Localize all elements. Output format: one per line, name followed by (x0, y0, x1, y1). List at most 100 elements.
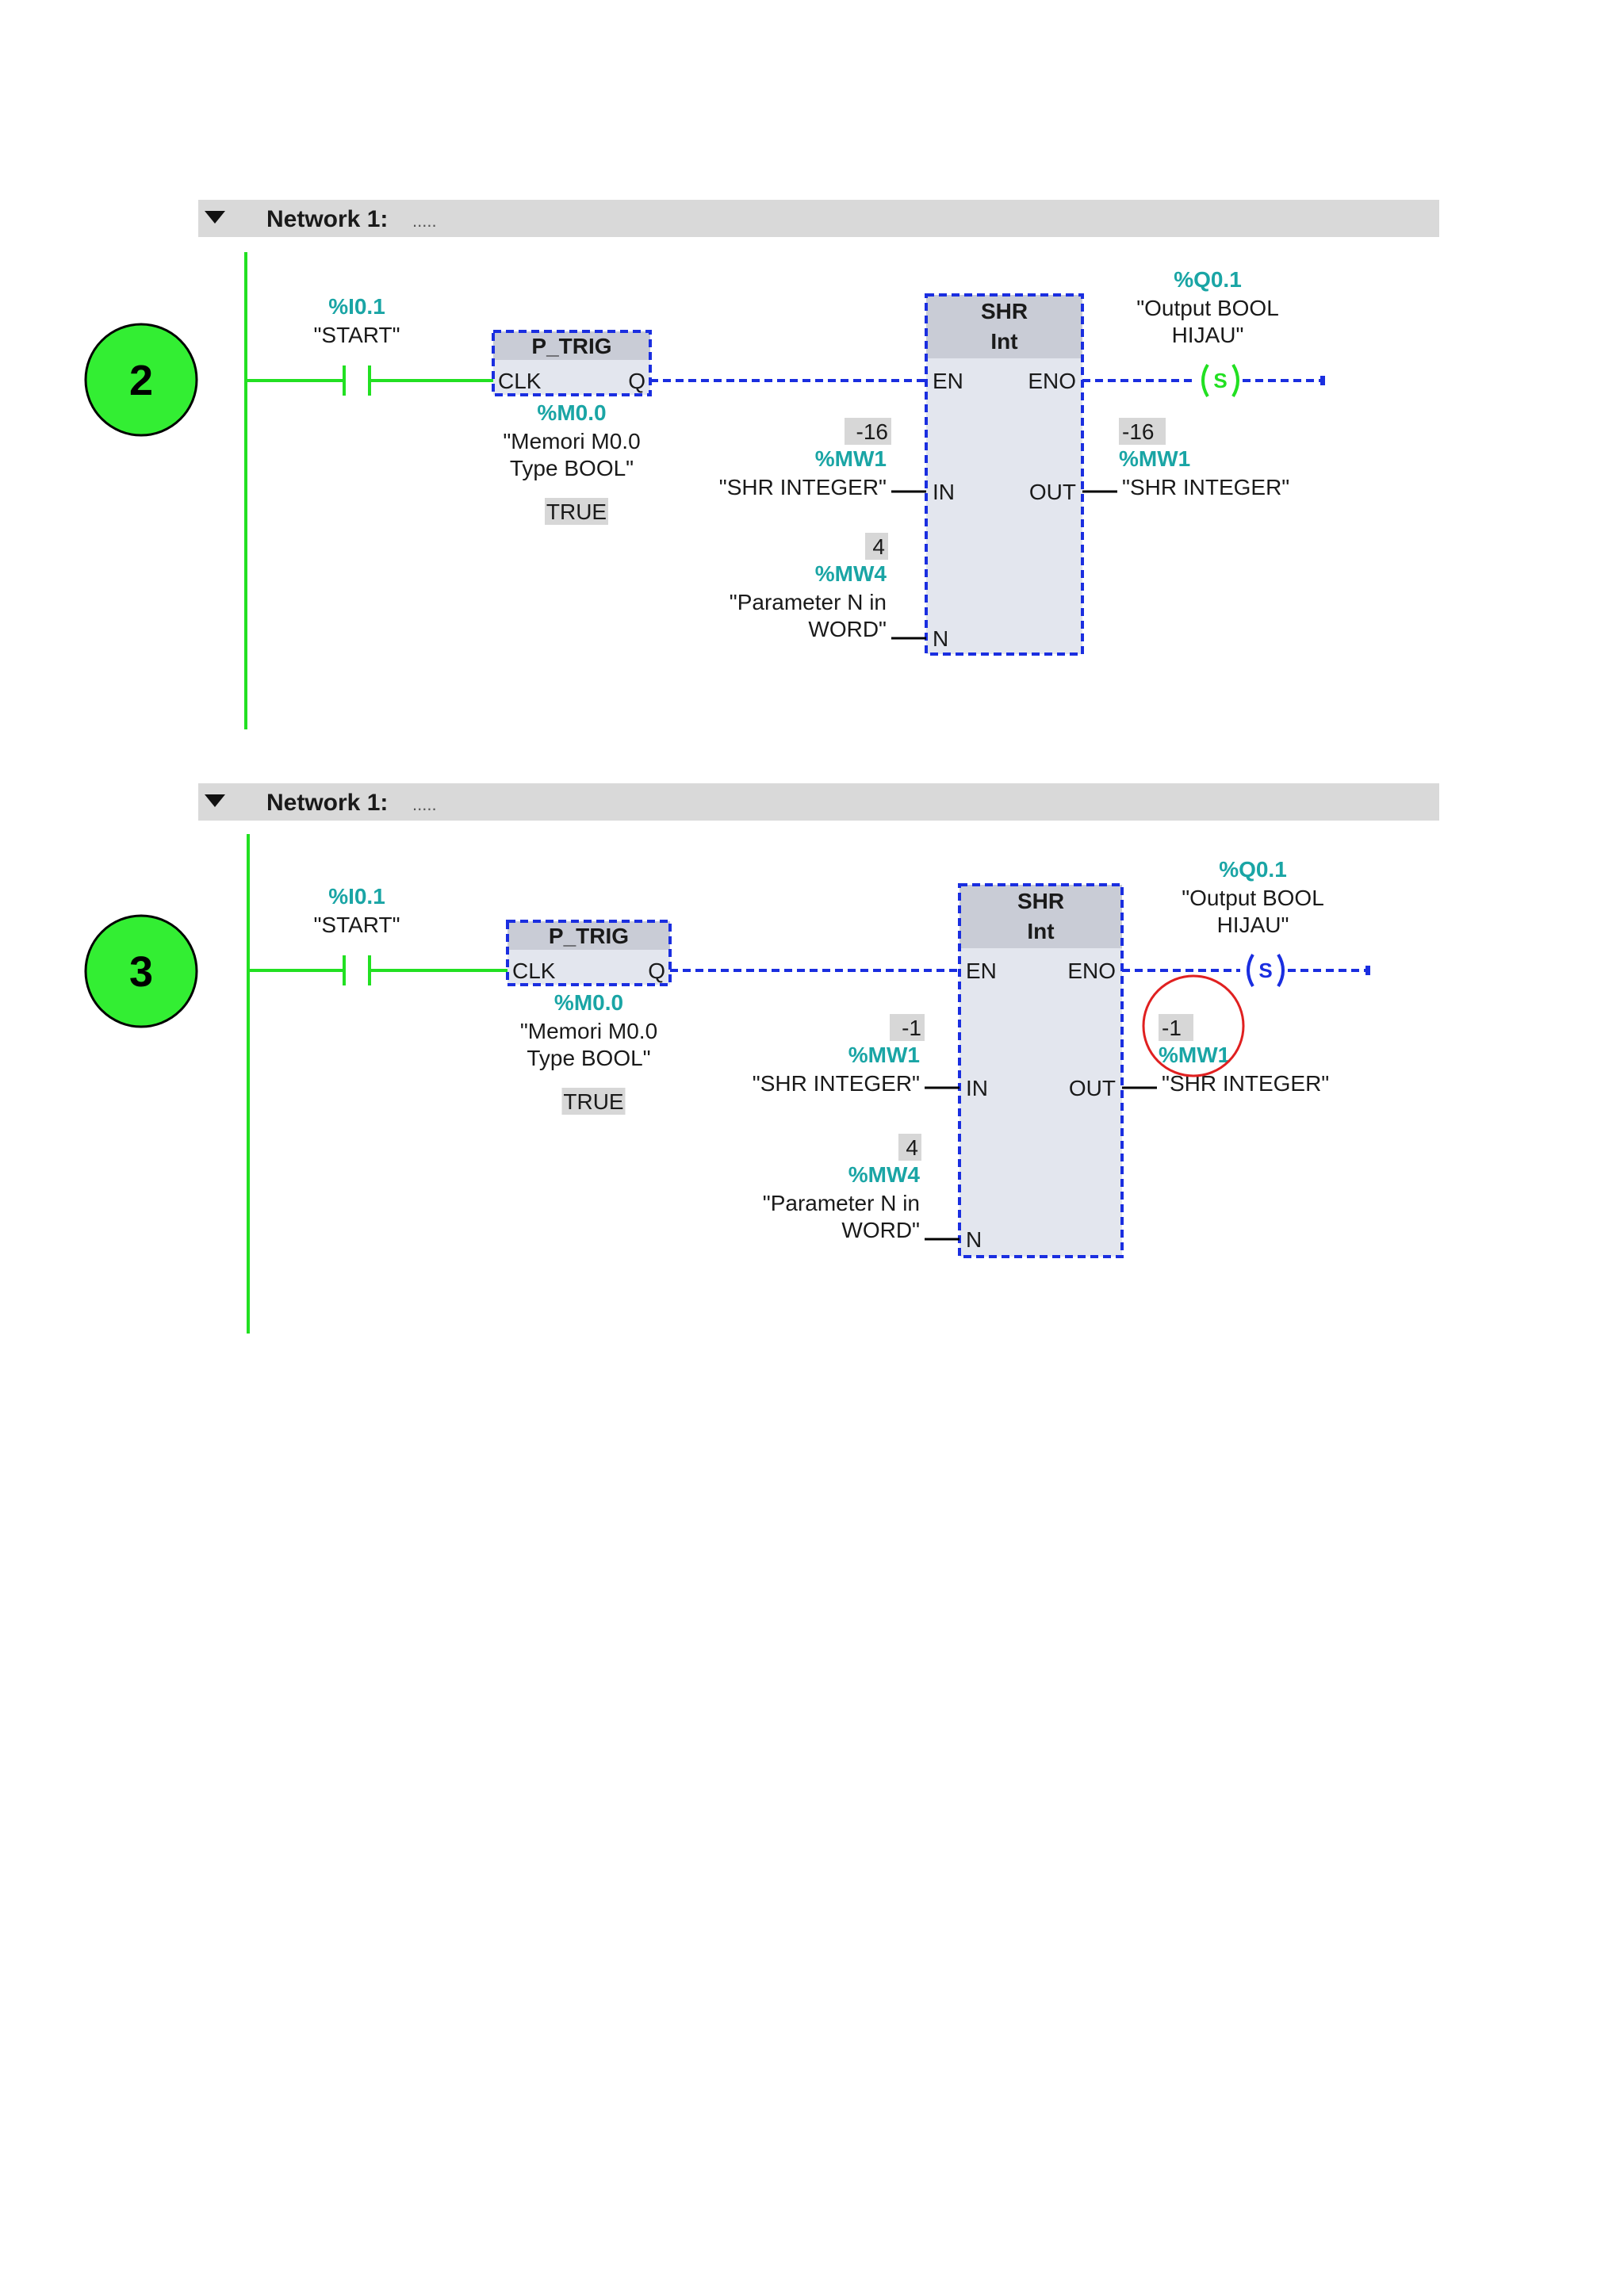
contact-tag: %I0.1 (328, 294, 385, 319)
shr-in-operand[interactable]: -16%MW1"SHR INTEGER" (719, 418, 926, 499)
shr-n-value: 4 (872, 534, 885, 559)
network-header-bar (198, 783, 1439, 821)
shr-pin-in: IN (933, 480, 955, 504)
shr-title: SHR (1017, 889, 1064, 913)
ptrig-border (506, 920, 672, 986)
wire-end-tick (1320, 376, 1325, 385)
step-number: 3 (129, 948, 153, 996)
network-header-bar (198, 200, 1439, 237)
coil-name: "Output BOOL (1136, 296, 1279, 320)
shr-out-tag: %MW1 (1119, 446, 1190, 471)
shr-header (959, 885, 1122, 948)
shr-in-tag: %MW1 (848, 1043, 920, 1067)
shr-n-tag: %MW4 (815, 561, 887, 586)
ptrig-tag: %M0.0 (537, 400, 606, 425)
shr-pin-out: OUT (1069, 1076, 1116, 1100)
shr-n-value-bg (898, 1134, 921, 1161)
ptrig-pin-q: Q (628, 369, 645, 393)
shr-pin-en: EN (966, 959, 997, 983)
shr-out-value-bg (1159, 1014, 1193, 1041)
ptrig-tag: %M0.0 (554, 990, 623, 1015)
coil-set[interactable]: S %Q0.1 "Output BOOL HIJAU" (1082, 267, 1325, 398)
shr-in-value-bg (845, 418, 891, 445)
shr-in-name: "SHR INTEGER" (719, 475, 887, 499)
shr-in-value-bg (890, 1014, 925, 1041)
shr-out-name: "SHR INTEGER" (1122, 475, 1289, 499)
shr-type: Int (990, 329, 1017, 354)
ptrig-pin-clk: CLK (512, 959, 556, 983)
ptrig-name: Type BOOL" (510, 456, 634, 480)
ptrig-title: P_TRIG (549, 924, 629, 948)
network-header[interactable]: Network 1:..... (198, 200, 1439, 237)
shr-out-value: -16 (1122, 419, 1154, 444)
collapse-triangle-icon[interactable] (205, 794, 225, 807)
ptrig-title: P_TRIG (531, 334, 611, 358)
coil-right-arc (1231, 363, 1239, 398)
shr-in-tag: %MW1 (815, 446, 887, 471)
contact-name: "START" (313, 323, 400, 347)
coil-symbol: S (1258, 959, 1272, 982)
network-header[interactable]: Network 1:..... (198, 783, 1439, 821)
ptrig-name: "Memori M0.0 (520, 1019, 657, 1043)
shr-n-name: "Parameter N in (763, 1191, 920, 1215)
shr-type: Int (1027, 919, 1054, 943)
ptrig-name: Type BOOL" (527, 1046, 650, 1070)
ptrig-header (508, 921, 670, 950)
contact-start[interactable]: %I0.1 "START" (246, 294, 493, 396)
shr-out-value-bg (1119, 418, 1166, 445)
ptrig-value: TRUE (563, 1089, 623, 1114)
contact-start[interactable]: %I0.1"START" (248, 884, 508, 985)
network-title: Network 1: (266, 206, 388, 232)
shr-pin-n: N (933, 626, 948, 651)
coil-tag: %Q0.1 (1219, 857, 1287, 882)
coil-right-arc (1277, 953, 1285, 988)
step-number: 2 (129, 357, 153, 404)
shr-pin-eno: ENO (1028, 369, 1076, 393)
shr-n-name: WORD" (808, 617, 887, 641)
step-marker (84, 323, 198, 437)
shr-n-value: 4 (906, 1135, 918, 1160)
coil-left-arc (1247, 953, 1254, 988)
ptrig-value-bg (545, 498, 608, 525)
ptrig-header (493, 331, 650, 360)
network-comment: ..... (412, 211, 437, 231)
network-comment: ..... (412, 794, 437, 814)
shr-out-operand[interactable]: -16%MW1 "SHR INTEGER" (1082, 418, 1289, 499)
collapse-triangle-icon[interactable] (205, 211, 225, 224)
shr-in-name: "SHR INTEGER" (753, 1071, 920, 1096)
coil-name: HIJAU" (1172, 323, 1244, 347)
coil-set[interactable]: S %Q0.1 "Output BOOL HIJAU" (1122, 857, 1370, 988)
ptrig-name: "Memori M0.0 (503, 429, 640, 453)
coil-tag: %Q0.1 (1174, 267, 1242, 292)
shr-pin-n: N (966, 1227, 982, 1252)
shr-in-operand[interactable]: -1%MW1"SHR INTEGER" (753, 1014, 959, 1096)
ptrig-value: TRUE (546, 499, 607, 524)
coil-symbol: S (1213, 369, 1227, 392)
shr-n-name: "Parameter N in (730, 590, 887, 614)
coil-left-arc (1201, 363, 1209, 398)
highlight-circle (1142, 974, 1245, 1077)
coil-name: HIJAU" (1217, 913, 1289, 937)
shr-pin-eno: ENO (1067, 959, 1116, 983)
shr-n-name: WORD" (841, 1218, 920, 1242)
network-title: Network 1: (266, 790, 388, 816)
coil-name: "Output BOOL (1182, 886, 1324, 910)
ptrig-pin-clk: CLK (498, 369, 542, 393)
shr-border (925, 293, 1084, 656)
shr-out-value: -1 (1162, 1016, 1182, 1040)
ptrig-pin-q: Q (648, 959, 665, 983)
contact-name: "START" (313, 913, 400, 937)
shr-border (958, 883, 1124, 1258)
shr-pin-in: IN (966, 1076, 988, 1100)
wire-end-tick (1365, 966, 1370, 975)
shr-out-operand[interactable]: -1%MW1"SHR INTEGER" (1122, 974, 1329, 1096)
shr-n-operand[interactable]: 4%MW4 "Parameter N in WORD" (730, 533, 926, 641)
shr-pin-out: OUT (1029, 480, 1076, 504)
network-3: Network 1:..... 3 %I0.1"START" P_TRIG CLK Q %M… (84, 783, 1439, 1334)
shr-out-tag: %MW1 (1159, 1043, 1230, 1067)
